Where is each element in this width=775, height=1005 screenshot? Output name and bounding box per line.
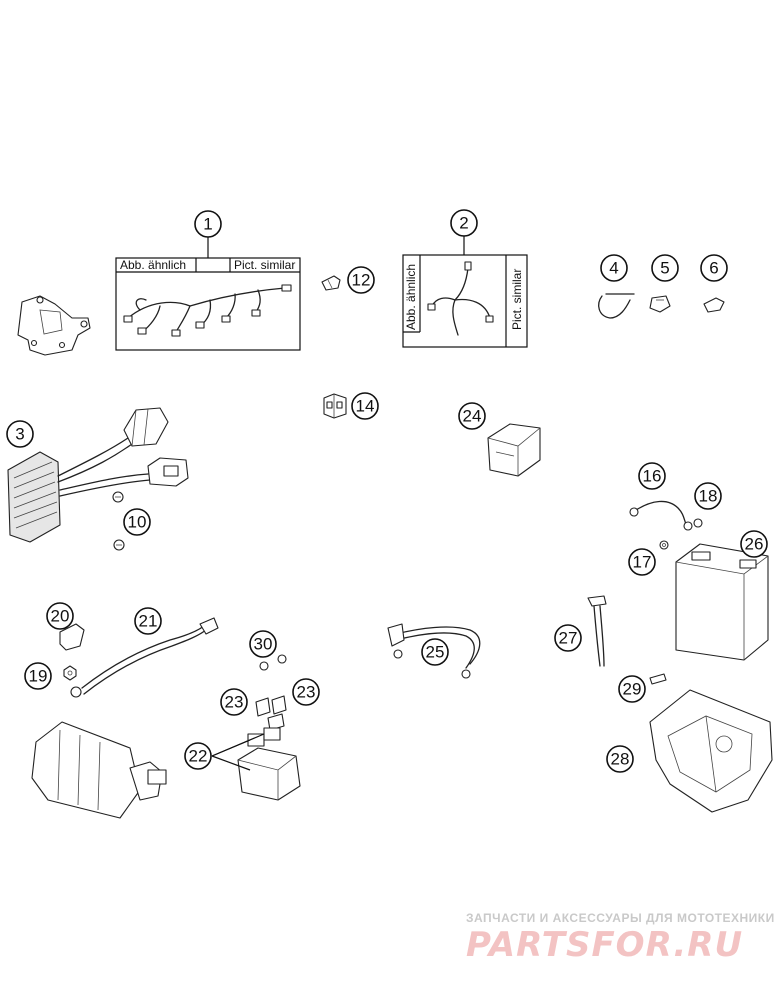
relay-socket bbox=[323, 393, 347, 419]
cable-holder bbox=[703, 297, 725, 313]
positive-cable bbox=[387, 623, 481, 679]
battery-box-screw bbox=[649, 673, 667, 685]
callout-1: 1 bbox=[194, 210, 222, 238]
callout-6: 6 bbox=[700, 254, 728, 282]
callout-30: 30 bbox=[249, 630, 277, 658]
svg-text:1: 1 bbox=[203, 215, 212, 234]
callout-20: 20 bbox=[46, 602, 74, 630]
watermark-logo: PARTSFOR.RU bbox=[466, 925, 743, 965]
fuses bbox=[255, 695, 287, 731]
frame1-label-abb: Abb. ähnlich bbox=[120, 258, 186, 272]
starter-relay bbox=[211, 727, 301, 801]
svg-text:14: 14 bbox=[356, 397, 375, 416]
svg-text:18: 18 bbox=[699, 487, 718, 506]
callout-10: 10 bbox=[123, 508, 151, 536]
watermark-tagline: ЗАПЧАСТИ И АКСЕССУАРЫ ДЛЯ МОТОТЕХНИКИ bbox=[466, 911, 775, 925]
svg-text:6: 6 bbox=[709, 259, 718, 278]
svg-text:19: 19 bbox=[29, 667, 48, 686]
battery-box bbox=[649, 689, 773, 813]
svg-text:20: 20 bbox=[51, 607, 70, 626]
callout-12: 12 bbox=[347, 266, 375, 294]
regulator-connector-a bbox=[123, 407, 169, 447]
callout-4: 4 bbox=[600, 254, 628, 282]
ground-cable bbox=[629, 500, 693, 531]
callout-25: 25 bbox=[421, 638, 449, 666]
svg-text:16: 16 bbox=[643, 467, 662, 486]
cable-tie bbox=[598, 293, 635, 319]
frame2-label-abb: Abb. ähnlich bbox=[404, 264, 418, 330]
regulator-connector-b bbox=[147, 457, 189, 487]
callout-27: 27 bbox=[554, 624, 582, 652]
callout-26: 26 bbox=[740, 530, 768, 558]
hex-nut bbox=[63, 665, 77, 681]
battery-strap bbox=[587, 595, 607, 667]
svg-text:28: 28 bbox=[611, 750, 630, 769]
sub-harness bbox=[427, 261, 494, 336]
callout-14: 14 bbox=[351, 392, 379, 420]
callout-23a: 23 bbox=[220, 688, 248, 716]
svg-text:25: 25 bbox=[426, 643, 445, 662]
regulator-screws bbox=[112, 491, 125, 551]
callout-19: 19 bbox=[24, 662, 52, 690]
callout-22: 22 bbox=[184, 742, 212, 770]
callout-17: 17 bbox=[628, 548, 656, 576]
svg-text:26: 26 bbox=[745, 535, 764, 554]
svg-text:23: 23 bbox=[297, 683, 316, 702]
wiring-harness-frame: Abb. ähnlich Pict. similar bbox=[115, 237, 301, 351]
callout-18: 18 bbox=[694, 482, 722, 510]
svg-text:24: 24 bbox=[463, 407, 482, 426]
sub-harness-frame: Abb. ähnlich Pict. similar bbox=[402, 236, 528, 348]
battery bbox=[675, 543, 769, 661]
svg-text:27: 27 bbox=[559, 629, 578, 648]
relay-block bbox=[487, 423, 541, 477]
svg-text:21: 21 bbox=[139, 612, 158, 631]
callout-3: 3 bbox=[6, 420, 34, 448]
svg-text:22: 22 bbox=[189, 747, 208, 766]
indicator-bulb bbox=[321, 275, 341, 291]
battery-screw bbox=[693, 518, 703, 528]
cable-clip bbox=[649, 295, 671, 313]
svg-text:4: 4 bbox=[609, 259, 618, 278]
callout-23b: 23 bbox=[292, 678, 320, 706]
svg-text:30: 30 bbox=[254, 635, 273, 654]
watermark: ЗАПЧАСТИ И АКСЕССУАРЫ ДЛЯ МОТОТЕХНИКИ PA… bbox=[466, 911, 775, 965]
frame1-label-pict: Pict. similar bbox=[234, 258, 295, 272]
svg-text:3: 3 bbox=[15, 425, 24, 444]
svg-text:12: 12 bbox=[352, 271, 371, 290]
svg-text:5: 5 bbox=[660, 259, 669, 278]
callout-29: 29 bbox=[618, 675, 646, 703]
svg-text:10: 10 bbox=[128, 513, 147, 532]
mounting-bracket bbox=[17, 295, 91, 356]
small-nuts bbox=[259, 654, 287, 671]
callout-16: 16 bbox=[638, 462, 666, 490]
voltage-regulator bbox=[7, 407, 189, 543]
callout-28: 28 bbox=[606, 745, 634, 773]
washer bbox=[659, 540, 669, 550]
svg-text:2: 2 bbox=[459, 214, 468, 233]
svg-text:23: 23 bbox=[225, 693, 244, 712]
callout-5: 5 bbox=[651, 254, 679, 282]
wiring-harness bbox=[123, 284, 292, 337]
svg-text:17: 17 bbox=[633, 553, 652, 572]
starter-cable bbox=[70, 617, 219, 698]
callout-21: 21 bbox=[134, 607, 162, 635]
svg-text:29: 29 bbox=[623, 680, 642, 699]
starter-motor bbox=[31, 721, 167, 819]
callout-24: 24 bbox=[458, 402, 486, 430]
frame2-label-pict: Pict. similar bbox=[510, 269, 524, 330]
terminal-cap bbox=[59, 623, 85, 651]
callout-2: 2 bbox=[450, 209, 478, 237]
